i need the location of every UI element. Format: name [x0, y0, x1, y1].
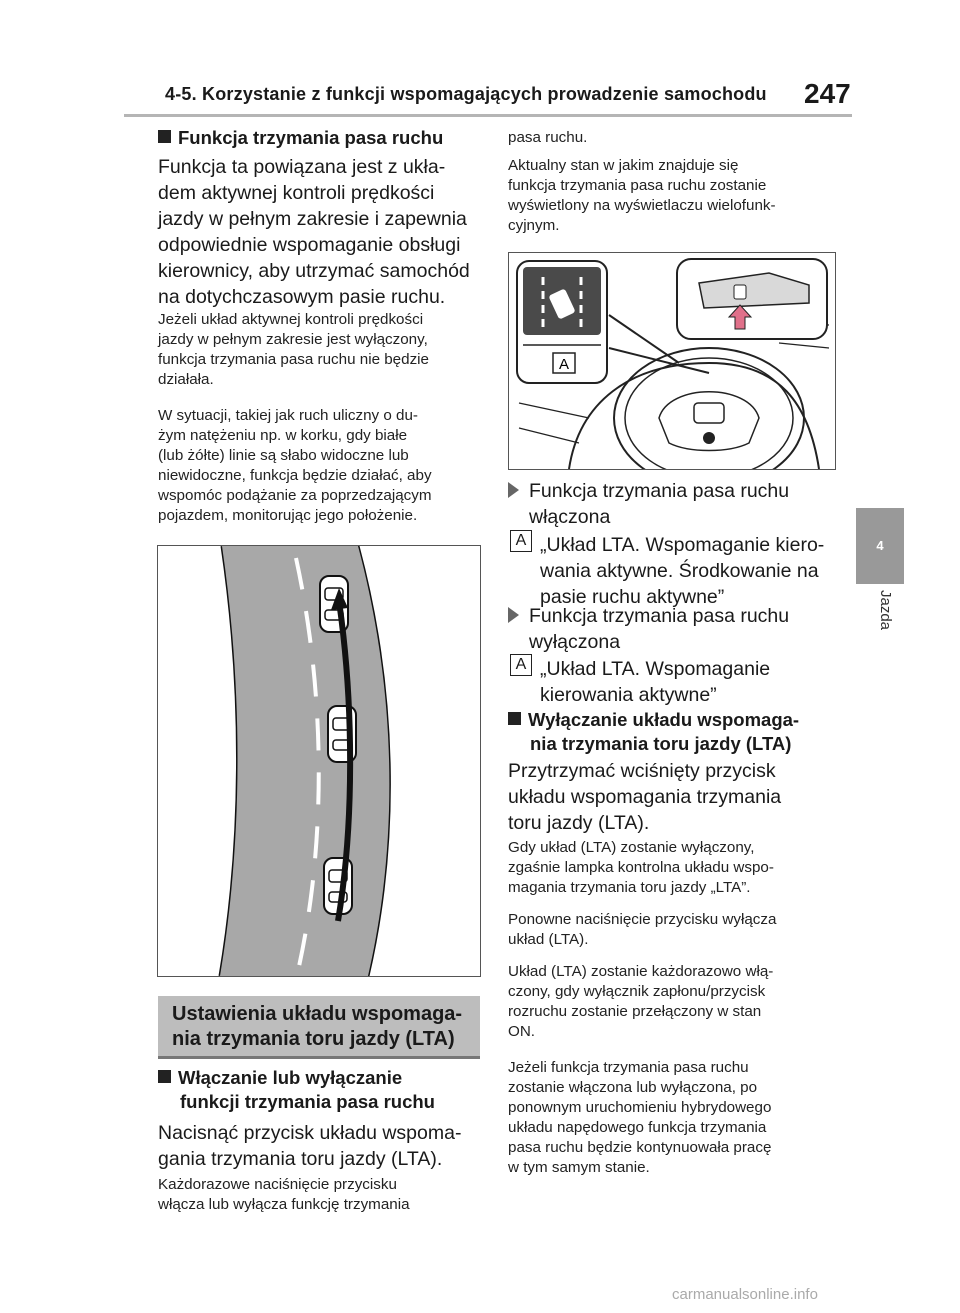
square-bullet-icon	[158, 130, 171, 143]
heading-lane-keep: Funkcja trzymania pasa ruchu	[158, 126, 443, 150]
arrow-bullet-icon	[508, 482, 519, 498]
arrow-bullet-icon	[508, 607, 519, 623]
paragraph-heavy-traffic: W sytuacji, takiej jak ruch uliczny o du…	[158, 407, 432, 524]
page-header: 4-5. Korzystanie z funkcji wspomagającyc…	[0, 0, 960, 120]
header-divider	[124, 114, 852, 117]
paragraph-lta-off-lamp: Gdy układ (LTA) zostanie wyłączony,zgaśn…	[508, 839, 774, 896]
chapter-tab[interactable]: 4	[856, 508, 904, 584]
figure-label-a: A	[559, 356, 569, 373]
section-header-lta-settings: Ustawienia układu wspomaga- nia trzymani…	[158, 996, 480, 1059]
watermark: carmanualsonline.info	[672, 1286, 818, 1303]
square-bullet-icon	[508, 712, 521, 725]
label-a-badge: A	[510, 654, 532, 676]
paragraph-status-display: pasa ruchu. Aktualny stan w jakim znajdu…	[508, 129, 776, 234]
bullet-lane-keep-on: Funkcja trzymania pasa ruchu włączona	[508, 478, 838, 530]
paragraph-acc-off: Jeżeli układ aktywnej kontroli prędkości…	[158, 311, 429, 388]
heading-toggle-lane-keep: Włączanie lub wyłączanie funkcji trzyman…	[158, 1066, 480, 1114]
bullet-lane-keep-off: Funkcja trzymania pasa ruchu wyłączona	[508, 603, 838, 655]
dashboard-illustration: A	[508, 252, 836, 470]
paragraph-lane-keep-intro: Funkcja ta powiązana jest z ukła-dem akt…	[158, 156, 470, 308]
chapter-title: 4-5. Korzystanie z funkcji wspomagającyc…	[165, 84, 767, 104]
square-bullet-icon	[158, 1070, 171, 1083]
road-lane-figure	[158, 546, 391, 976]
label-a-badge: A	[510, 530, 532, 552]
paragraph-press-button: Nacisnąć przycisk układu wspoma-gania tr…	[158, 1122, 462, 1170]
message-lane-keep-on: „Układ LTA. Wspomaganie kiero-wania akty…	[540, 534, 825, 608]
chapter-tab-label: Jazda	[877, 590, 894, 631]
steering-wheel-figure: A	[516, 258, 830, 469]
paragraph-lta-on-ignition: Układ (LTA) zostanie każdorazowo włą-czo…	[508, 963, 774, 1040]
heading-disable-lta: Wyłączanie układu wspomaga- nia trzymani…	[508, 708, 838, 756]
road-illustration	[157, 545, 481, 977]
page-number: 247	[804, 78, 851, 109]
